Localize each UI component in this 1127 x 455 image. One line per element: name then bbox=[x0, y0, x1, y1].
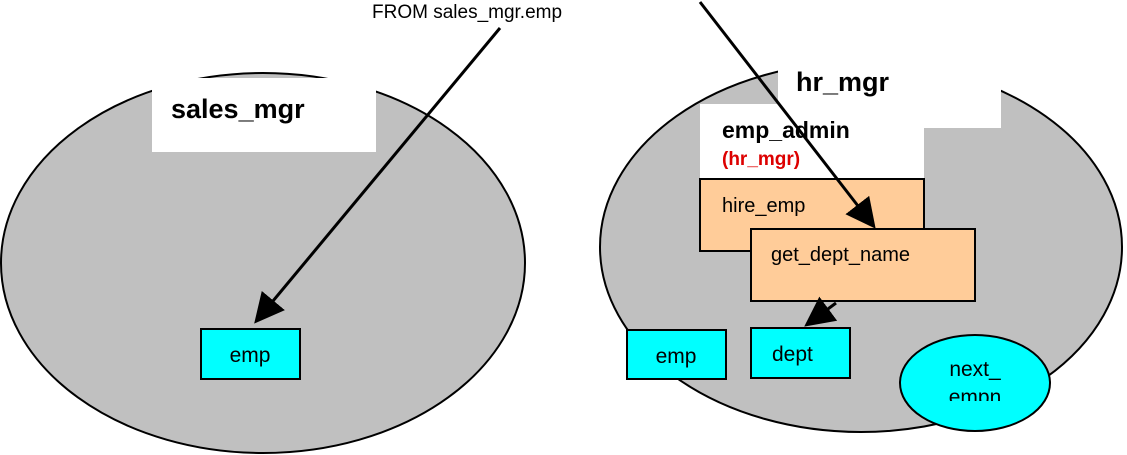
arrow-to-dept bbox=[804, 296, 838, 327]
sales-mgr-emp-table bbox=[200, 328, 301, 380]
hire-emp-label: hire_emp bbox=[722, 195, 805, 217]
arrow-to-get-dept-name bbox=[698, 1, 876, 229]
hr-mgr-dept-label: dept bbox=[772, 343, 813, 366]
sales-mgr-emp-label: emp bbox=[230, 344, 271, 367]
sales-mgr-label-box bbox=[152, 78, 376, 152]
next-empno-sequence bbox=[899, 334, 1051, 432]
hr-mgr-emp-table bbox=[626, 329, 727, 380]
emp-admin-label: emp_admin bbox=[722, 117, 850, 143]
hr-mgr-label: hr_mgr bbox=[796, 67, 890, 97]
sql-from-label: FROM sales_mgr.emp bbox=[372, 2, 562, 23]
hr-mgr-label-tab bbox=[845, 46, 881, 54]
arrow-to-sales-mgr-emp bbox=[254, 27, 502, 324]
sales-mgr-schema-ellipse bbox=[0, 72, 526, 454]
hr-mgr-dept-table bbox=[750, 327, 851, 379]
next-empno-label-line1: next_ bbox=[949, 358, 1001, 381]
sales-mgr-label: sales_mgr bbox=[171, 94, 305, 124]
hr-mgr-emp-label: emp bbox=[656, 345, 697, 368]
get-dept-name-label: get_dept_name bbox=[771, 244, 910, 266]
emp-admin-label-box bbox=[700, 104, 924, 180]
get-dept-name-procedure bbox=[750, 228, 976, 302]
emp-admin-owner: (hr_mgr) bbox=[722, 149, 800, 170]
next-empno-label-line2: empn bbox=[949, 386, 1002, 409]
